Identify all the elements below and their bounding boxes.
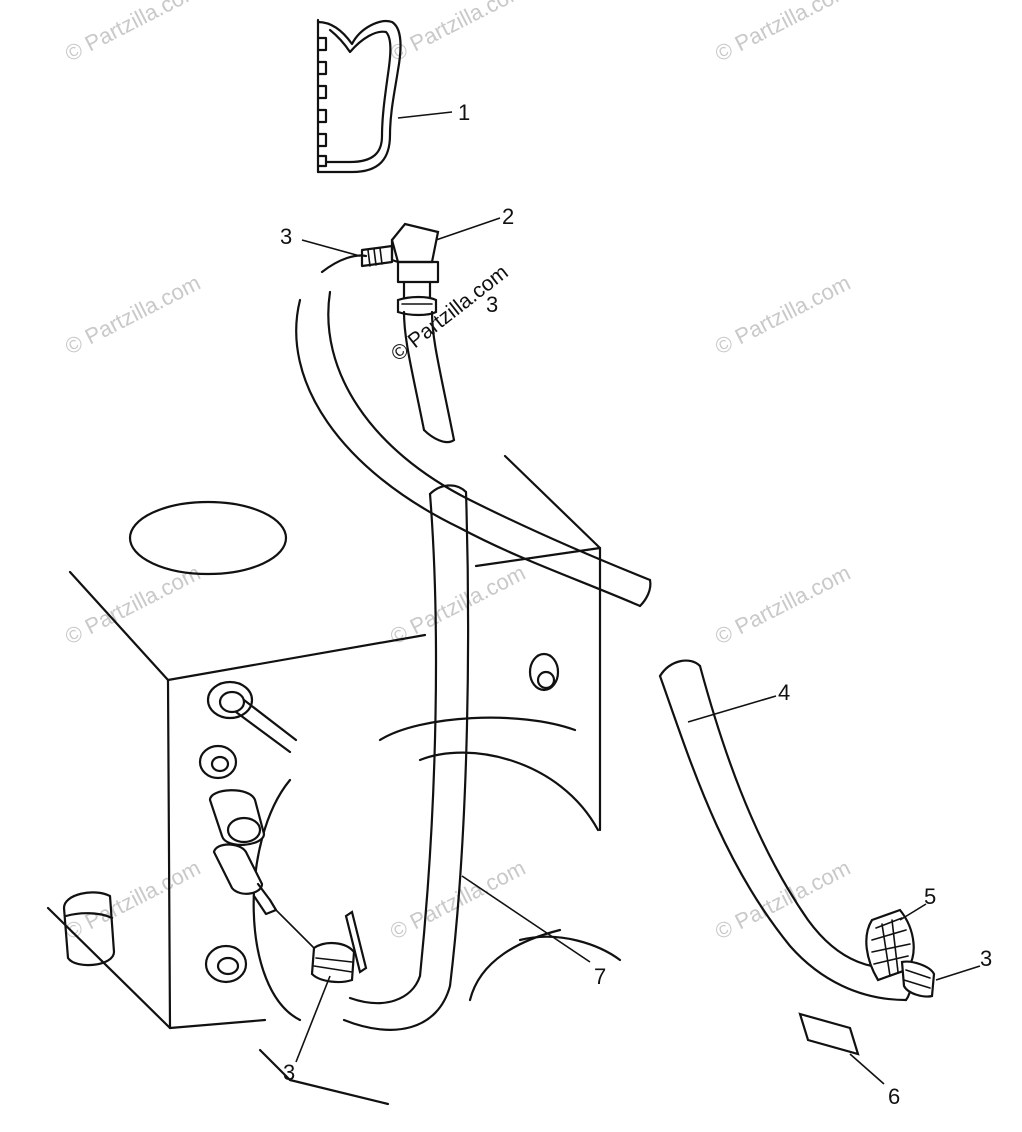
part-5-screen (865, 908, 936, 998)
watermark: © Partzilla.com (711, 560, 854, 650)
watermark: © Partzilla.com (711, 0, 854, 66)
callout-6: 6 (888, 1084, 900, 1109)
part-edge-trim (316, 18, 402, 174)
watermark: © Partzilla.com (386, 560, 529, 650)
watermark: © Partzilla.com (711, 270, 854, 360)
callout-3: 3 (280, 224, 292, 249)
watermark: © Partzilla.com (61, 0, 204, 66)
callout-3: 3 (283, 1060, 295, 1085)
callouts: 1 2 3 3 3 3 4 5 6 7 (280, 100, 992, 1109)
callout-5: 5 (924, 884, 936, 909)
hose-upper-short (402, 310, 456, 444)
callout-7: 7 (594, 964, 606, 989)
callout-3: 3 (486, 292, 498, 317)
callout-1: 1 (458, 100, 470, 125)
callout-3: 3 (980, 946, 992, 971)
watermark: © Partzilla.com (711, 855, 854, 945)
watermark: © Partzilla.com (61, 560, 204, 650)
callout-4: 4 (778, 680, 790, 705)
watermark: © Partzilla.com (386, 0, 529, 66)
part-elbow-fitting (360, 222, 440, 317)
watermark: © Partzilla.com (61, 855, 204, 945)
callout-2: 2 (502, 204, 514, 229)
tank-fittings (62, 652, 560, 984)
tank-body (46, 454, 622, 1106)
hose-7 (342, 484, 470, 1031)
leader-lines (295, 111, 981, 1085)
part-6-tag (798, 1012, 860, 1056)
hose-long-arc (295, 254, 652, 608)
watermark-layer: © Partzilla.com © Partzilla.com © Partzi… (61, 0, 854, 944)
clamp-bottom (310, 910, 368, 984)
watermark: © Partzilla.com (61, 270, 204, 360)
